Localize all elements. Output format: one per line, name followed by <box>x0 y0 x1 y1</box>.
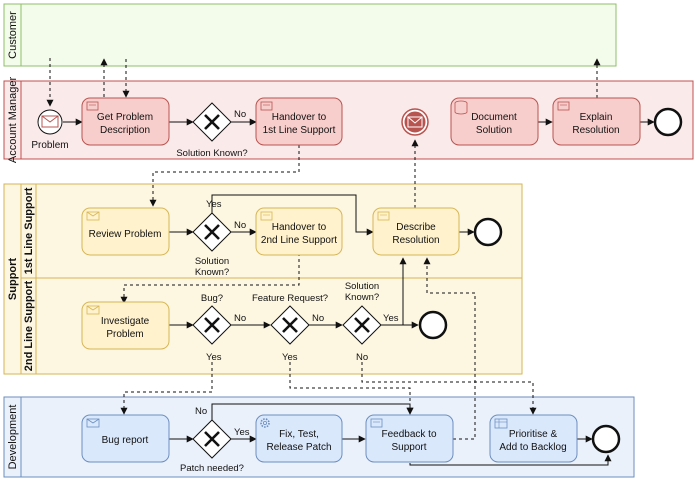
end-event-account-manager <box>653 107 683 137</box>
sequence-flows <box>63 118 655 466</box>
lane-2nd-line-label: 2nd Line Support <box>23 280 35 371</box>
edge-label: Yes <box>383 313 399 324</box>
start-event-label: Problem <box>31 140 68 151</box>
gateway-label: Solution <box>195 256 229 267</box>
task-get-problem-description[interactable]: Get Problem Description <box>81 97 170 146</box>
gateway-label: Solution <box>345 281 379 292</box>
task-describe-resolution[interactable]: Describe Resolution <box>372 207 460 256</box>
gateway-patch-needed <box>192 419 232 459</box>
task-investigate-problem[interactable]: Investigate Problem <box>81 301 170 350</box>
edge-label: No <box>195 406 207 417</box>
task-label-line1: Fix, Test, <box>279 429 319 440</box>
task-fix-test-release[interactable]: Fix, Test, Release Patch <box>255 414 343 463</box>
gateway-label: Patch needed? <box>180 463 244 474</box>
task-handover-2nd-line[interactable]: Handover to 2nd Line Support <box>255 207 343 256</box>
gateway-label: Bug? <box>201 293 223 304</box>
task-document-solution[interactable]: Document Solution <box>450 97 539 146</box>
user-task-icon <box>260 101 273 111</box>
task-label-line2: 2nd Line Support <box>261 235 337 246</box>
user-task-icon <box>370 418 383 428</box>
start-event-problem <box>37 109 63 135</box>
pool-customer-label: Customer <box>7 11 19 59</box>
message-task-icon <box>86 418 100 428</box>
task-label-line2: 1st Line Support <box>263 125 336 136</box>
task-label-line2: Release Patch <box>266 442 331 453</box>
edge-label: Yes <box>282 352 298 363</box>
gateway-label: Feature Request? <box>252 293 328 304</box>
edge-label: No <box>234 313 246 324</box>
task-feedback-to-support[interactable]: Feedback to Support <box>365 414 454 463</box>
business-rule-icon <box>494 418 508 429</box>
task-explain-resolution[interactable]: Explain Resolution <box>552 97 641 146</box>
task-label-line1: Handover to <box>272 222 327 233</box>
edge-label: No <box>356 352 368 363</box>
edge-label: Yes <box>234 427 250 438</box>
gateway-bug <box>192 305 232 345</box>
pool-account-manager-label: Account Manager <box>7 77 19 164</box>
task-label-line1: Describe <box>396 222 436 233</box>
end-event-1st-line <box>473 217 503 247</box>
pool-development-label: Development <box>7 405 19 470</box>
task-label-line1: Investigate <box>101 316 150 327</box>
task-review-problem[interactable]: Review Problem <box>81 207 170 256</box>
user-task-icon <box>557 101 570 111</box>
task-label-line2: Resolution <box>392 235 439 246</box>
edge-label: No <box>234 220 246 231</box>
message-flows <box>46 58 601 440</box>
gateway-solution-known-2nd <box>342 305 382 345</box>
edge-label: No <box>312 313 324 324</box>
task-label-line1: Document <box>471 112 517 123</box>
task-prioritise-backlog[interactable]: Prioritise & Add to Backlog <box>489 414 578 463</box>
message-task-icon <box>86 305 100 315</box>
task-label-line1: Review Problem <box>89 229 162 240</box>
database-icon <box>454 100 468 115</box>
task-bug-report[interactable]: Bug report <box>81 414 170 463</box>
task-label-line2: Support <box>391 442 426 453</box>
gateway-solution-known-am <box>192 102 232 142</box>
gateway-solution-known-1st <box>192 212 232 252</box>
task-label-line1: Prioritise & <box>509 429 558 440</box>
task-label-line2: Resolution <box>572 125 619 136</box>
gateway-label: Known? <box>345 292 379 303</box>
message-task-icon <box>86 211 100 221</box>
user-task-icon <box>260 211 273 221</box>
task-label-line2: Solution <box>476 125 512 136</box>
task-label-line1: Handover to <box>272 112 327 123</box>
task-label-line1: Explain <box>580 112 613 123</box>
edge-label: Yes <box>206 199 222 210</box>
task-label-line1: Get Problem <box>97 112 153 123</box>
gear-icon <box>260 418 270 428</box>
edge-label: No <box>234 109 246 120</box>
lane-1st-line-label: 1st Line Support <box>23 187 35 274</box>
gateway-feature-request <box>270 305 310 345</box>
pool-customer: Customer <box>3 3 617 67</box>
task-label-line2: Problem <box>106 329 143 340</box>
gateway-label: Known? <box>195 267 229 278</box>
task-label-line2: Add to Backlog <box>499 442 566 453</box>
task-label-line1: Bug report <box>102 435 149 446</box>
user-task-icon <box>377 211 390 221</box>
intermediate-message-event <box>401 108 429 136</box>
task-label-line2: Description <box>100 125 150 136</box>
task-label-line1: Feedback to <box>381 429 436 440</box>
end-event-2nd-line <box>418 310 448 340</box>
gateway-label: Solution Known? <box>176 148 247 159</box>
end-event-development <box>591 424 621 454</box>
user-task-icon <box>86 101 99 111</box>
edge-label: Yes <box>206 352 222 363</box>
pool-support-label: Support <box>7 258 19 300</box>
task-handover-1st-line[interactable]: Handover to 1st Line Support <box>255 97 343 146</box>
